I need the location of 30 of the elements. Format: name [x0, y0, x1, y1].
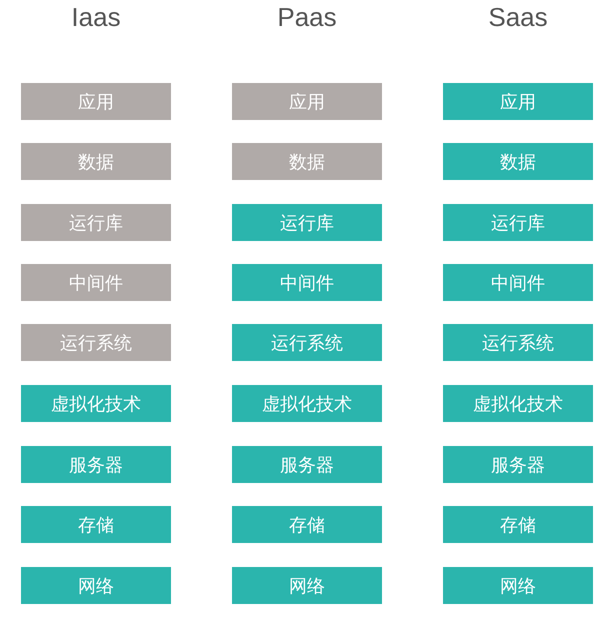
layer-box: 存储	[232, 506, 382, 543]
column-heading: Iaas	[71, 2, 121, 33]
layer-box: 中间件	[21, 264, 171, 301]
layer-box: 数据	[21, 143, 171, 180]
layer-box: 运行系统	[443, 324, 593, 361]
column-heading: Paas	[277, 2, 337, 33]
layer-box: 应用	[232, 83, 382, 120]
layer-box: 虚拟化技术	[232, 385, 382, 422]
layer-box: 数据	[443, 143, 593, 180]
layer-box: 服务器	[443, 446, 593, 483]
layer-box: 运行系统	[232, 324, 382, 361]
layer-box: 网络	[443, 567, 593, 604]
layer-box: 服务器	[21, 446, 171, 483]
layer-box: 网络	[21, 567, 171, 604]
layer-box: 中间件	[232, 264, 382, 301]
layer-box: 存储	[21, 506, 171, 543]
layer-box: 网络	[232, 567, 382, 604]
layer-box: 虚拟化技术	[21, 385, 171, 422]
layer-box: 应用	[21, 83, 171, 120]
layer-box: 服务器	[232, 446, 382, 483]
layer-box: 存储	[443, 506, 593, 543]
layer-box: 虚拟化技术	[443, 385, 593, 422]
layer-box: 运行系统	[21, 324, 171, 361]
layer-box: 数据	[232, 143, 382, 180]
layer-box: 运行库	[443, 204, 593, 241]
column-heading: Saas	[488, 2, 548, 33]
layer-box: 运行库	[21, 204, 171, 241]
layer-box: 中间件	[443, 264, 593, 301]
layer-box: 运行库	[232, 204, 382, 241]
layer-box: 应用	[443, 83, 593, 120]
